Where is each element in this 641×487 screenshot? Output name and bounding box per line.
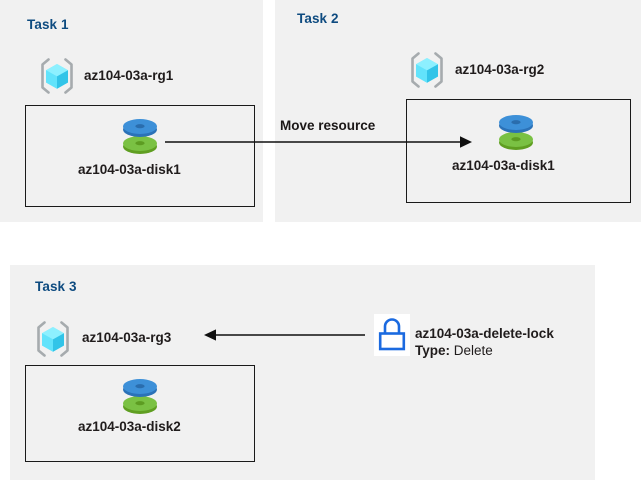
disk-label: az104-03a-disk1 [78,162,181,177]
disk-label: az104-03a-disk1 [452,158,555,173]
move-resource-arrow [165,136,472,148]
disk-label: az104-03a-disk2 [78,419,181,434]
managed-disk-icon [490,110,542,154]
delete-lock-type-key: Type: [415,343,451,358]
delete-lock-arrow [204,329,365,341]
resource-group-icon [37,56,77,96]
move-resource-label: Move resource [280,118,376,133]
managed-disk-icon [114,374,166,418]
delete-lock-name: az104-03a-delete-lock [415,326,554,341]
panel-task1 [0,0,263,222]
delete-lock-type-value: Delete [453,343,493,358]
resource-group-label: az104-03a-rg2 [455,62,545,77]
delete-lock-type-row: Type: Delete [415,343,493,358]
task2-resource-box [406,99,631,203]
panel-task3-title: Task 3 [35,279,77,294]
resource-group-icon [33,319,73,359]
panel-task2 [275,0,641,222]
task3-resource-box [25,365,255,462]
task1-resource-box [25,105,255,207]
panel-task1-title: Task 1 [27,17,69,32]
lock-icon [374,314,410,356]
panel-task2-title: Task 2 [297,11,339,26]
resource-group-label: az104-03a-rg3 [82,330,172,345]
managed-disk-icon [114,114,166,158]
resource-group-icon [407,50,447,90]
resource-group-label: az104-03a-rg1 [84,68,174,83]
panel-task3 [10,265,595,480]
